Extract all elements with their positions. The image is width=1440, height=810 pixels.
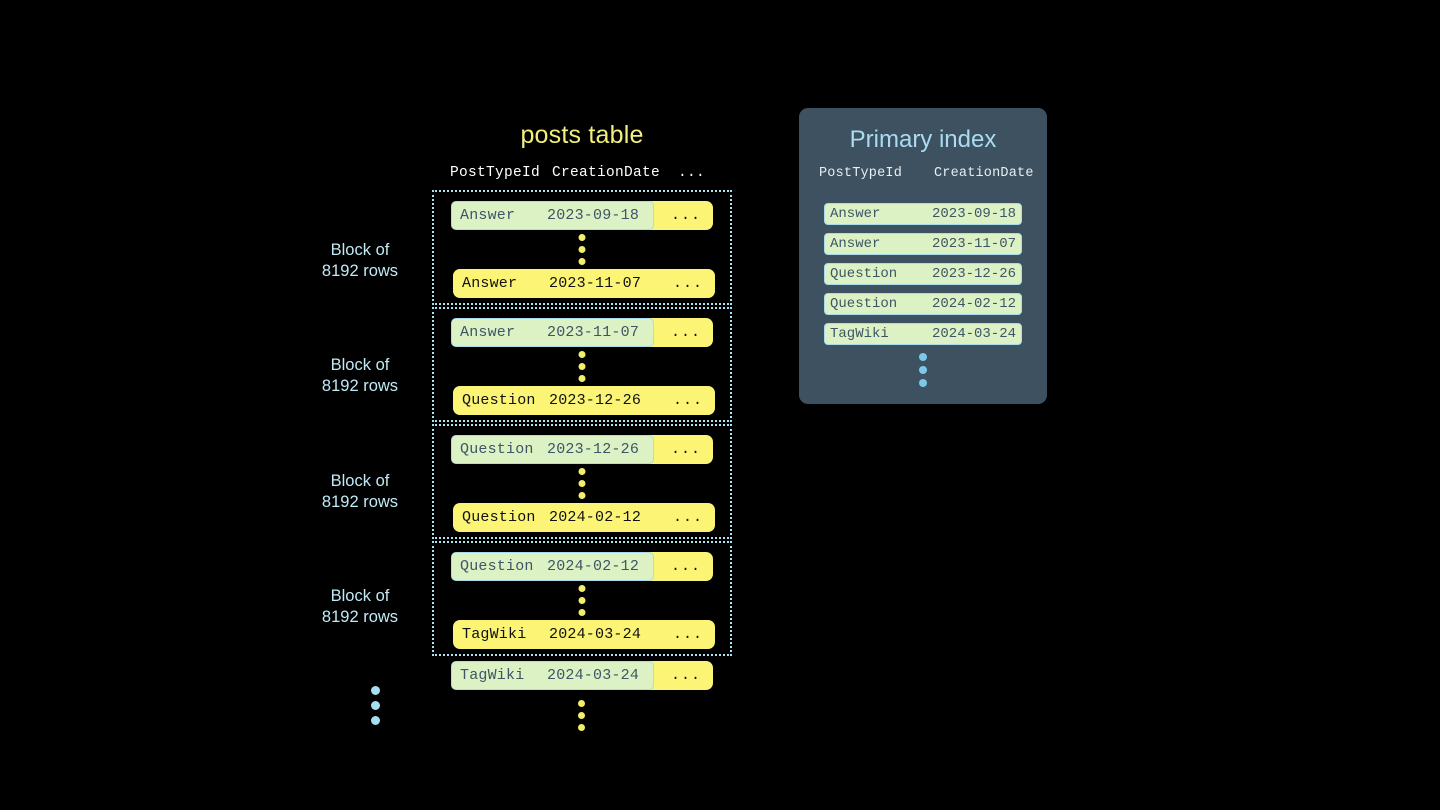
column-header-posttypeid: PostTypeId	[450, 165, 541, 181]
row-highlight	[451, 201, 654, 230]
index-row[interactable]: Question 2023-12-26	[824, 263, 1022, 285]
cell-posttypeid: Answer	[830, 236, 881, 252]
table-block: Question 2023-12-26 ... Question 2024-02…	[432, 424, 732, 539]
cell-more: ...	[671, 667, 702, 684]
block-label-line2: 8192 rows	[321, 262, 399, 280]
cell-posttypeid: TagWiki	[460, 667, 525, 684]
row-highlight	[451, 318, 654, 347]
cell-more: ...	[671, 324, 702, 341]
index-row[interactable]: TagWiki 2024-03-24	[824, 323, 1022, 345]
column-header-creationdate: CreationDate	[934, 166, 1034, 181]
table-row[interactable]: Question 2024-02-12 ...	[453, 503, 715, 532]
vertical-ellipsis-icon	[371, 686, 380, 725]
vertical-ellipsis-icon	[578, 468, 586, 499]
cell-creationdate: 2023-12-26	[549, 392, 642, 409]
table-row[interactable]: Question 2023-12-26 ...	[451, 435, 713, 464]
cell-creationdate: 2023-09-18	[547, 207, 640, 224]
cell-creationdate: 2024-02-12	[547, 558, 640, 575]
primary-index-column-headers: PostTypeId CreationDate	[819, 166, 1033, 188]
vertical-ellipsis-icon	[578, 234, 586, 265]
row-highlight	[451, 661, 654, 690]
cell-creationdate: 2024-03-24	[549, 626, 642, 643]
block-label-line1: Block of	[330, 472, 390, 490]
cell-creationdate: 2024-02-12	[931, 296, 1016, 312]
row-highlight	[451, 435, 654, 464]
cell-posttypeid: TagWiki	[462, 626, 527, 643]
cell-creationdate: 2023-12-26	[547, 441, 640, 458]
primary-index-panel: Primary index PostTypeId CreationDate An…	[799, 108, 1047, 404]
table-row[interactable]: TagWiki 2024-03-24 ...	[451, 661, 713, 690]
row-highlight	[451, 552, 654, 581]
table-row[interactable]: TagWiki 2024-03-24 ...	[453, 620, 715, 649]
cell-more: ...	[671, 441, 702, 458]
block-label: Block of 8192 rows	[300, 586, 420, 628]
cell-more: ...	[671, 558, 702, 575]
cell-posttypeid: Question	[462, 509, 536, 526]
column-header-posttypeid: PostTypeId	[819, 166, 903, 181]
block-label-line2: 8192 rows	[321, 608, 399, 626]
cell-posttypeid: Question	[460, 558, 534, 575]
table-row[interactable]: Question 2023-12-26 ...	[453, 386, 715, 415]
block-label: Block of 8192 rows	[300, 471, 420, 513]
cell-posttypeid: Question	[460, 441, 534, 458]
vertical-ellipsis-icon	[578, 585, 586, 616]
cell-more: ...	[671, 207, 702, 224]
cell-more: ...	[673, 275, 704, 292]
cell-posttypeid: Answer	[462, 275, 518, 292]
cell-posttypeid: Question	[830, 296, 898, 312]
column-header-creationdate: CreationDate	[552, 165, 661, 181]
cell-more: ...	[673, 509, 704, 526]
posts-table-column-headers: PostTypeId CreationDate ...	[440, 165, 730, 187]
vertical-ellipsis-icon	[578, 700, 585, 731]
cell-posttypeid: Answer	[830, 206, 881, 222]
block-label-line2: 8192 rows	[321, 493, 399, 511]
cell-creationdate: 2024-03-24	[931, 326, 1016, 342]
vertical-ellipsis-icon	[919, 353, 927, 387]
block-label-line1: Block of	[330, 356, 390, 374]
vertical-ellipsis-icon	[578, 351, 586, 382]
cell-posttypeid: Answer	[460, 324, 516, 341]
index-row[interactable]: Question 2024-02-12	[824, 293, 1022, 315]
cell-posttypeid: TagWiki	[830, 326, 889, 342]
index-row[interactable]: Answer 2023-11-07	[824, 233, 1022, 255]
column-header-more: ...	[678, 165, 706, 181]
cell-posttypeid: Question	[462, 392, 536, 409]
table-row[interactable]: Answer 2023-11-07 ...	[451, 318, 713, 347]
cell-more: ...	[673, 626, 704, 643]
table-row[interactable]: Answer 2023-11-07 ...	[453, 269, 715, 298]
cell-creationdate: 2023-11-07	[549, 275, 642, 292]
primary-index-rows: Answer 2023-09-18 Answer 2023-11-07 Ques…	[824, 203, 1022, 353]
block-label-line2: 8192 rows	[321, 377, 399, 395]
block-label-line1: Block of	[330, 587, 390, 605]
cell-creationdate: 2023-09-18	[931, 206, 1016, 222]
cell-more: ...	[673, 392, 704, 409]
table-row[interactable]: Question 2024-02-12 ...	[451, 552, 713, 581]
cell-creationdate: 2023-11-07	[931, 236, 1016, 252]
block-label-line1: Block of	[330, 241, 390, 259]
block-label: Block of 8192 rows	[300, 240, 420, 282]
primary-index-title: Primary index	[849, 126, 997, 153]
posts-table-title: posts table	[520, 121, 644, 149]
cell-posttypeid: Question	[830, 266, 898, 282]
cell-creationdate: 2024-03-24	[547, 667, 640, 684]
cell-creationdate: 2023-12-26	[931, 266, 1016, 282]
table-row[interactable]: Answer 2023-09-18 ...	[451, 201, 713, 230]
index-row[interactable]: Answer 2023-09-18	[824, 203, 1022, 225]
table-block: Answer 2023-11-07 ... Question 2023-12-2…	[432, 307, 732, 422]
cell-creationdate: 2023-11-07	[547, 324, 640, 341]
table-block: Question 2024-02-12 ... TagWiki 2024-03-…	[432, 541, 732, 656]
table-block: Answer 2023-09-18 ... Answer 2023-11-07 …	[432, 190, 732, 305]
cell-creationdate: 2024-02-12	[549, 509, 642, 526]
posts-table-blocks: Answer 2023-09-18 ... Answer 2023-11-07 …	[432, 190, 732, 658]
cell-posttypeid: Answer	[460, 207, 516, 224]
block-label: Block of 8192 rows	[300, 355, 420, 397]
